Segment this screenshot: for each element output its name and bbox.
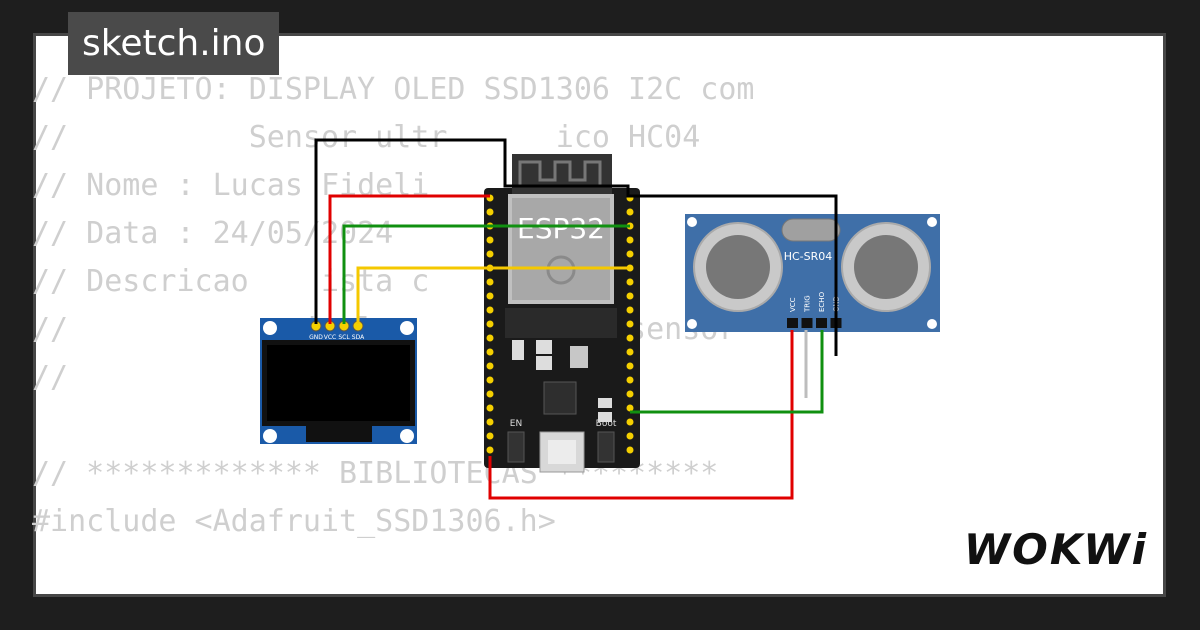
pin xyxy=(626,362,634,370)
wire-echo[interactable] xyxy=(630,330,824,414)
oled-pin-label: GND xyxy=(309,334,323,341)
oled-ribbon xyxy=(306,426,372,442)
en-label: EN xyxy=(510,419,522,429)
pin xyxy=(486,334,494,342)
sensor-pin-label: VCC xyxy=(789,297,797,312)
mount-hole xyxy=(927,217,937,227)
crystal xyxy=(781,218,841,242)
pin xyxy=(486,432,494,440)
pin xyxy=(626,334,634,342)
wire-scl[interactable] xyxy=(342,224,630,324)
wire-vcc-sensor[interactable] xyxy=(488,330,794,500)
pin xyxy=(486,390,494,398)
code-line: // Descricao ista c s xyxy=(32,264,610,299)
pin xyxy=(626,432,634,440)
pin xyxy=(626,418,634,426)
mount-hole xyxy=(687,319,697,329)
sensor-pin xyxy=(787,318,798,328)
pin xyxy=(486,208,494,216)
pin xyxy=(486,404,494,412)
sensor-label: HC-SR04 xyxy=(784,250,833,263)
boot-label: Boot xyxy=(596,419,617,429)
component xyxy=(536,356,552,370)
pin xyxy=(486,292,494,300)
mount-hole xyxy=(400,321,414,335)
pin xyxy=(486,250,494,258)
component xyxy=(598,412,612,422)
sensor-pin xyxy=(816,318,827,328)
espressif-logo-icon xyxy=(546,255,576,285)
oled-screen xyxy=(267,345,410,421)
esp32-pads xyxy=(505,308,617,338)
antenna-trace xyxy=(518,160,602,186)
mount-hole xyxy=(687,217,697,227)
pin xyxy=(626,250,634,258)
wire-gnd[interactable] xyxy=(314,138,838,356)
pin xyxy=(626,292,634,300)
code-line: #include <Adafruit_SSD1306.h> xyxy=(32,504,556,539)
pin xyxy=(486,320,494,328)
sensor-pin-label: TRIG xyxy=(804,295,812,313)
esp32-right-pins xyxy=(626,194,634,454)
esp32-board[interactable]: ESP32 EN Boot xyxy=(484,154,640,473)
wire-vcc-oled[interactable] xyxy=(328,194,490,324)
oled-pin-label: VCC xyxy=(324,334,336,341)
pin xyxy=(626,390,634,398)
wokwi-logo: WOKWi xyxy=(963,525,1148,574)
mount-hole xyxy=(263,429,277,443)
pin xyxy=(626,348,634,356)
pin xyxy=(626,278,634,286)
mount-hole xyxy=(263,321,277,335)
component xyxy=(598,398,612,408)
en-button[interactable] xyxy=(507,431,525,463)
pin xyxy=(626,208,634,216)
file-tab[interactable]: sketch.ino xyxy=(68,12,280,75)
wires xyxy=(314,138,838,500)
sensor-pin xyxy=(801,318,813,328)
pin xyxy=(626,376,634,384)
esp32-antenna xyxy=(512,154,612,194)
pin xyxy=(626,404,634,412)
transducer-mesh xyxy=(854,235,918,299)
oled-pin-label: SDA xyxy=(352,334,365,341)
component xyxy=(512,340,524,360)
pin xyxy=(486,362,494,370)
code-line: // Sensor ultr ico HC04 xyxy=(32,120,701,155)
pin xyxy=(486,348,494,356)
pin xyxy=(626,320,634,328)
usb-chip xyxy=(543,381,577,415)
pin xyxy=(486,278,494,286)
boot-button[interactable] xyxy=(597,431,615,463)
code-line: // Data : 24/05/2024 xyxy=(32,216,394,251)
wire-sda[interactable] xyxy=(356,266,630,324)
mount-hole xyxy=(400,429,414,443)
regulator xyxy=(570,346,588,368)
mount-hole xyxy=(927,319,937,329)
pin xyxy=(626,446,634,454)
sensor-pin-label: ECHO xyxy=(818,291,826,312)
transducer-mesh xyxy=(706,235,770,299)
pin xyxy=(626,306,634,314)
pin xyxy=(486,376,494,384)
component xyxy=(536,340,552,354)
pin xyxy=(486,418,494,426)
pin xyxy=(626,236,634,244)
pin xyxy=(486,446,494,454)
pin xyxy=(486,306,494,314)
micro-usb-inner xyxy=(548,440,576,464)
code-line: // PROJETO: DISPLAY OLED SSD1306 I2C com xyxy=(32,72,755,107)
esp32-label: ESP32 xyxy=(517,212,605,245)
pin xyxy=(486,236,494,244)
oled-pin-label: SCL xyxy=(338,334,350,341)
